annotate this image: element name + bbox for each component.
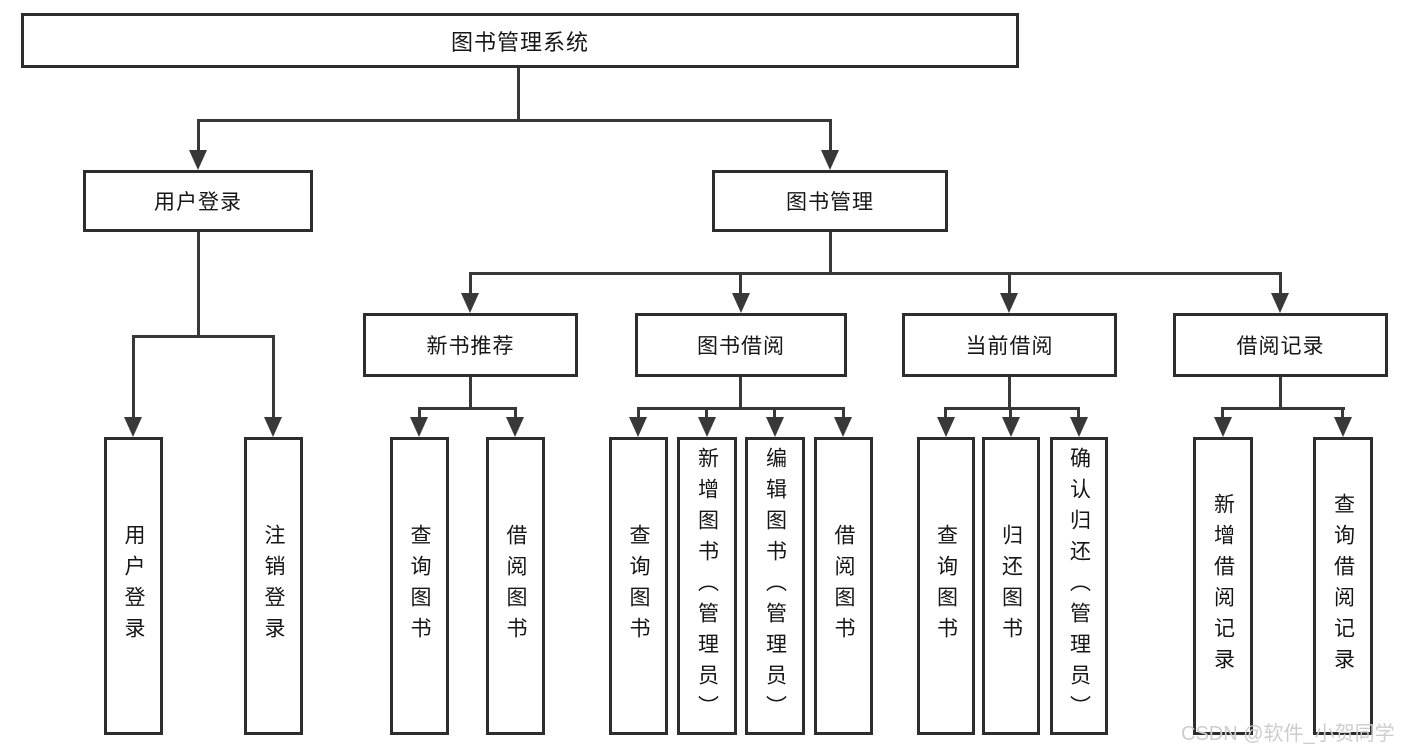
connector-root-drop-left [197,119,200,152]
csdn-watermark: CSDN @软件_小贺同学 [1181,723,1395,745]
connector-borrowing-stub [739,377,742,410]
connector-current-drop-1 [944,407,947,419]
leaf-return-books: 归还图书 [982,437,1040,735]
connector-current-bar [944,407,1080,410]
connector-login-drop-2 [272,335,275,419]
arrow-down-icon [732,293,750,313]
arrow-down-icon [629,417,647,437]
arrow-down-icon [189,150,207,170]
connector-recommend-stub [469,377,472,410]
leaf-borrow-books-recommend: 借阅图书 [486,437,545,735]
arrow-down-icon [821,150,839,170]
connector-root-drop-right [829,119,832,152]
arrow-down-icon [506,417,524,437]
arrow-down-icon [461,293,479,313]
node-new-book-recommendation: 新书推荐 [363,313,578,377]
connector-login-stub [197,232,200,338]
node-current-borrowing: 当前借阅 [902,313,1117,377]
connector-mgmt-bar [469,272,1282,275]
leaf-edit-books-admin: 编辑图书（管理员） [745,437,805,735]
connector-current-stub [1008,377,1011,410]
connector-login-bar [132,335,275,338]
arrow-down-icon [834,417,852,437]
arrow-down-icon [1271,293,1289,313]
leaf-query-borrow-record: 查询借阅记录 [1313,437,1373,735]
leaf-borrow-books-borrowing: 借阅图书 [814,437,873,735]
connector-records-drop-2 [1341,407,1344,419]
node-root: 图书管理系统 [21,13,1019,68]
node-user-login: 用户登录 [83,170,313,232]
leaf-query-books-recommend: 查询图书 [390,437,449,735]
connector-current-drop-3 [1077,407,1080,419]
node-borrowing-records: 借阅记录 [1173,313,1388,377]
connector-login-drop-1 [132,335,135,419]
connector-recommend-bar [418,407,517,410]
connector-borrowing-drop-2 [705,407,708,419]
connector-root-stub [517,68,520,122]
connector-borrowing-drop-4 [842,407,845,419]
connector-root-bar [197,119,832,122]
arrow-down-icon [698,417,716,437]
connector-mgmt-drop-3 [1008,272,1011,295]
connector-records-bar [1221,407,1345,410]
connector-current-drop-2 [1009,407,1012,419]
arrow-down-icon [937,417,955,437]
connector-mgmt-stub [829,232,832,275]
arrow-down-icon [264,417,282,437]
arrow-down-icon [124,417,142,437]
connector-borrowing-drop-1 [637,407,640,419]
connector-recommend-drop-1 [418,407,421,419]
leaf-add-books-admin: 新增图书（管理员） [677,437,737,735]
connector-records-stub [1279,377,1282,410]
connector-borrowing-bar [637,407,845,410]
connector-borrowing-drop-3 [773,407,776,419]
connector-recommend-drop-2 [514,407,517,419]
leaf-user-login: 用户登录 [104,437,163,735]
arrow-down-icon [1214,417,1232,437]
connector-mgmt-drop-4 [1279,272,1282,295]
arrow-down-icon [1334,417,1352,437]
leaf-logout-login: 注销登录 [244,437,303,735]
node-book-borrowing: 图书借阅 [635,313,847,377]
leaf-confirm-return-admin: 确认归还（管理员） [1050,437,1108,735]
arrow-down-icon [766,417,784,437]
arrow-down-icon [410,417,428,437]
leaf-query-books-current: 查询图书 [917,437,975,735]
leaf-query-books-borrowing: 查询图书 [609,437,668,735]
connector-records-drop-1 [1221,407,1224,419]
arrow-down-icon [1002,417,1020,437]
arrow-down-icon [1000,293,1018,313]
leaf-add-borrow-record: 新增借阅记录 [1193,437,1253,735]
node-book-management: 图书管理 [712,170,948,232]
connector-mgmt-drop-2 [739,272,742,295]
arrow-down-icon [1070,417,1088,437]
connector-mgmt-drop-1 [469,272,472,295]
